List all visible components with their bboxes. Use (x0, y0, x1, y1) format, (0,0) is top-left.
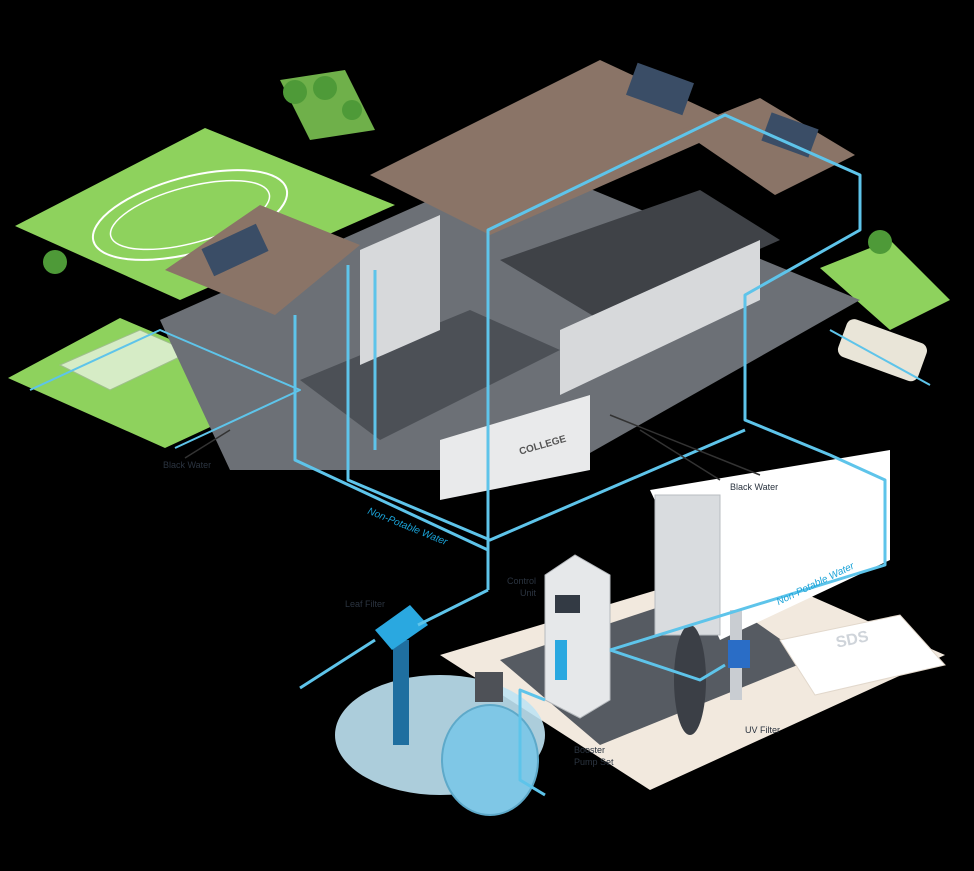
pipe-to-filter (417, 588, 489, 627)
sds-sign (779, 614, 946, 696)
entrance-wall (440, 395, 590, 500)
inner-wall (560, 240, 760, 395)
leaf-filter-icon (375, 605, 428, 650)
solar-panel-icon (201, 223, 269, 277)
pipe-overflow (299, 638, 376, 690)
tree-icon (43, 250, 67, 274)
classroom-floor (500, 190, 780, 320)
tree-icon (313, 76, 337, 100)
solar-panel-icon (625, 62, 695, 116)
label-control: Control (507, 576, 537, 586)
tree-icon (283, 80, 307, 104)
tree-icon (342, 100, 362, 120)
control-screen-icon (555, 595, 580, 613)
label-black-water-right: Black Water (730, 482, 779, 492)
van (837, 319, 927, 382)
label-unit: Unit (520, 588, 537, 598)
label-black-water-left: Black Water (163, 460, 212, 470)
solar-panel-icon (761, 112, 819, 158)
black-water-right-line-2 (639, 429, 721, 481)
pipe-network (29, 113, 931, 797)
booster-pump-icon (555, 640, 567, 680)
label-leaf-filter: Leaf Filter (345, 599, 386, 609)
running-track-inner (109, 179, 271, 251)
black-water-right-line (609, 414, 761, 476)
pipe-pump-uv (609, 648, 726, 682)
cafeteria-floor (300, 310, 560, 440)
tank-inlet-pipe (393, 640, 409, 745)
tree-icon (868, 230, 892, 254)
tank-end (441, 704, 539, 816)
pipe-irrigation (29, 329, 301, 449)
door (654, 494, 721, 636)
roof-right (680, 98, 855, 195)
roof-left (165, 205, 360, 315)
garden-right (820, 240, 950, 330)
restroom-wall (360, 215, 440, 365)
label-booster: Booster (574, 745, 606, 755)
control-unit (544, 554, 611, 719)
sports-field (15, 128, 395, 300)
pipe-left-roof (293, 315, 489, 552)
black-water-left-line (184, 429, 231, 459)
pipe-roof-collection (486, 113, 887, 652)
pipe-non-potable-left (346, 265, 746, 542)
roof-main (370, 60, 740, 235)
label-uv-filter: UV Filter (745, 725, 781, 735)
pressure-vessel (674, 625, 706, 735)
pipe-tank-pump (518, 688, 546, 797)
uv-filter-box (728, 640, 750, 668)
label-pump-set: Pump Set (574, 757, 614, 767)
pipe-vehicle (829, 329, 931, 386)
tank-cap (475, 672, 503, 702)
